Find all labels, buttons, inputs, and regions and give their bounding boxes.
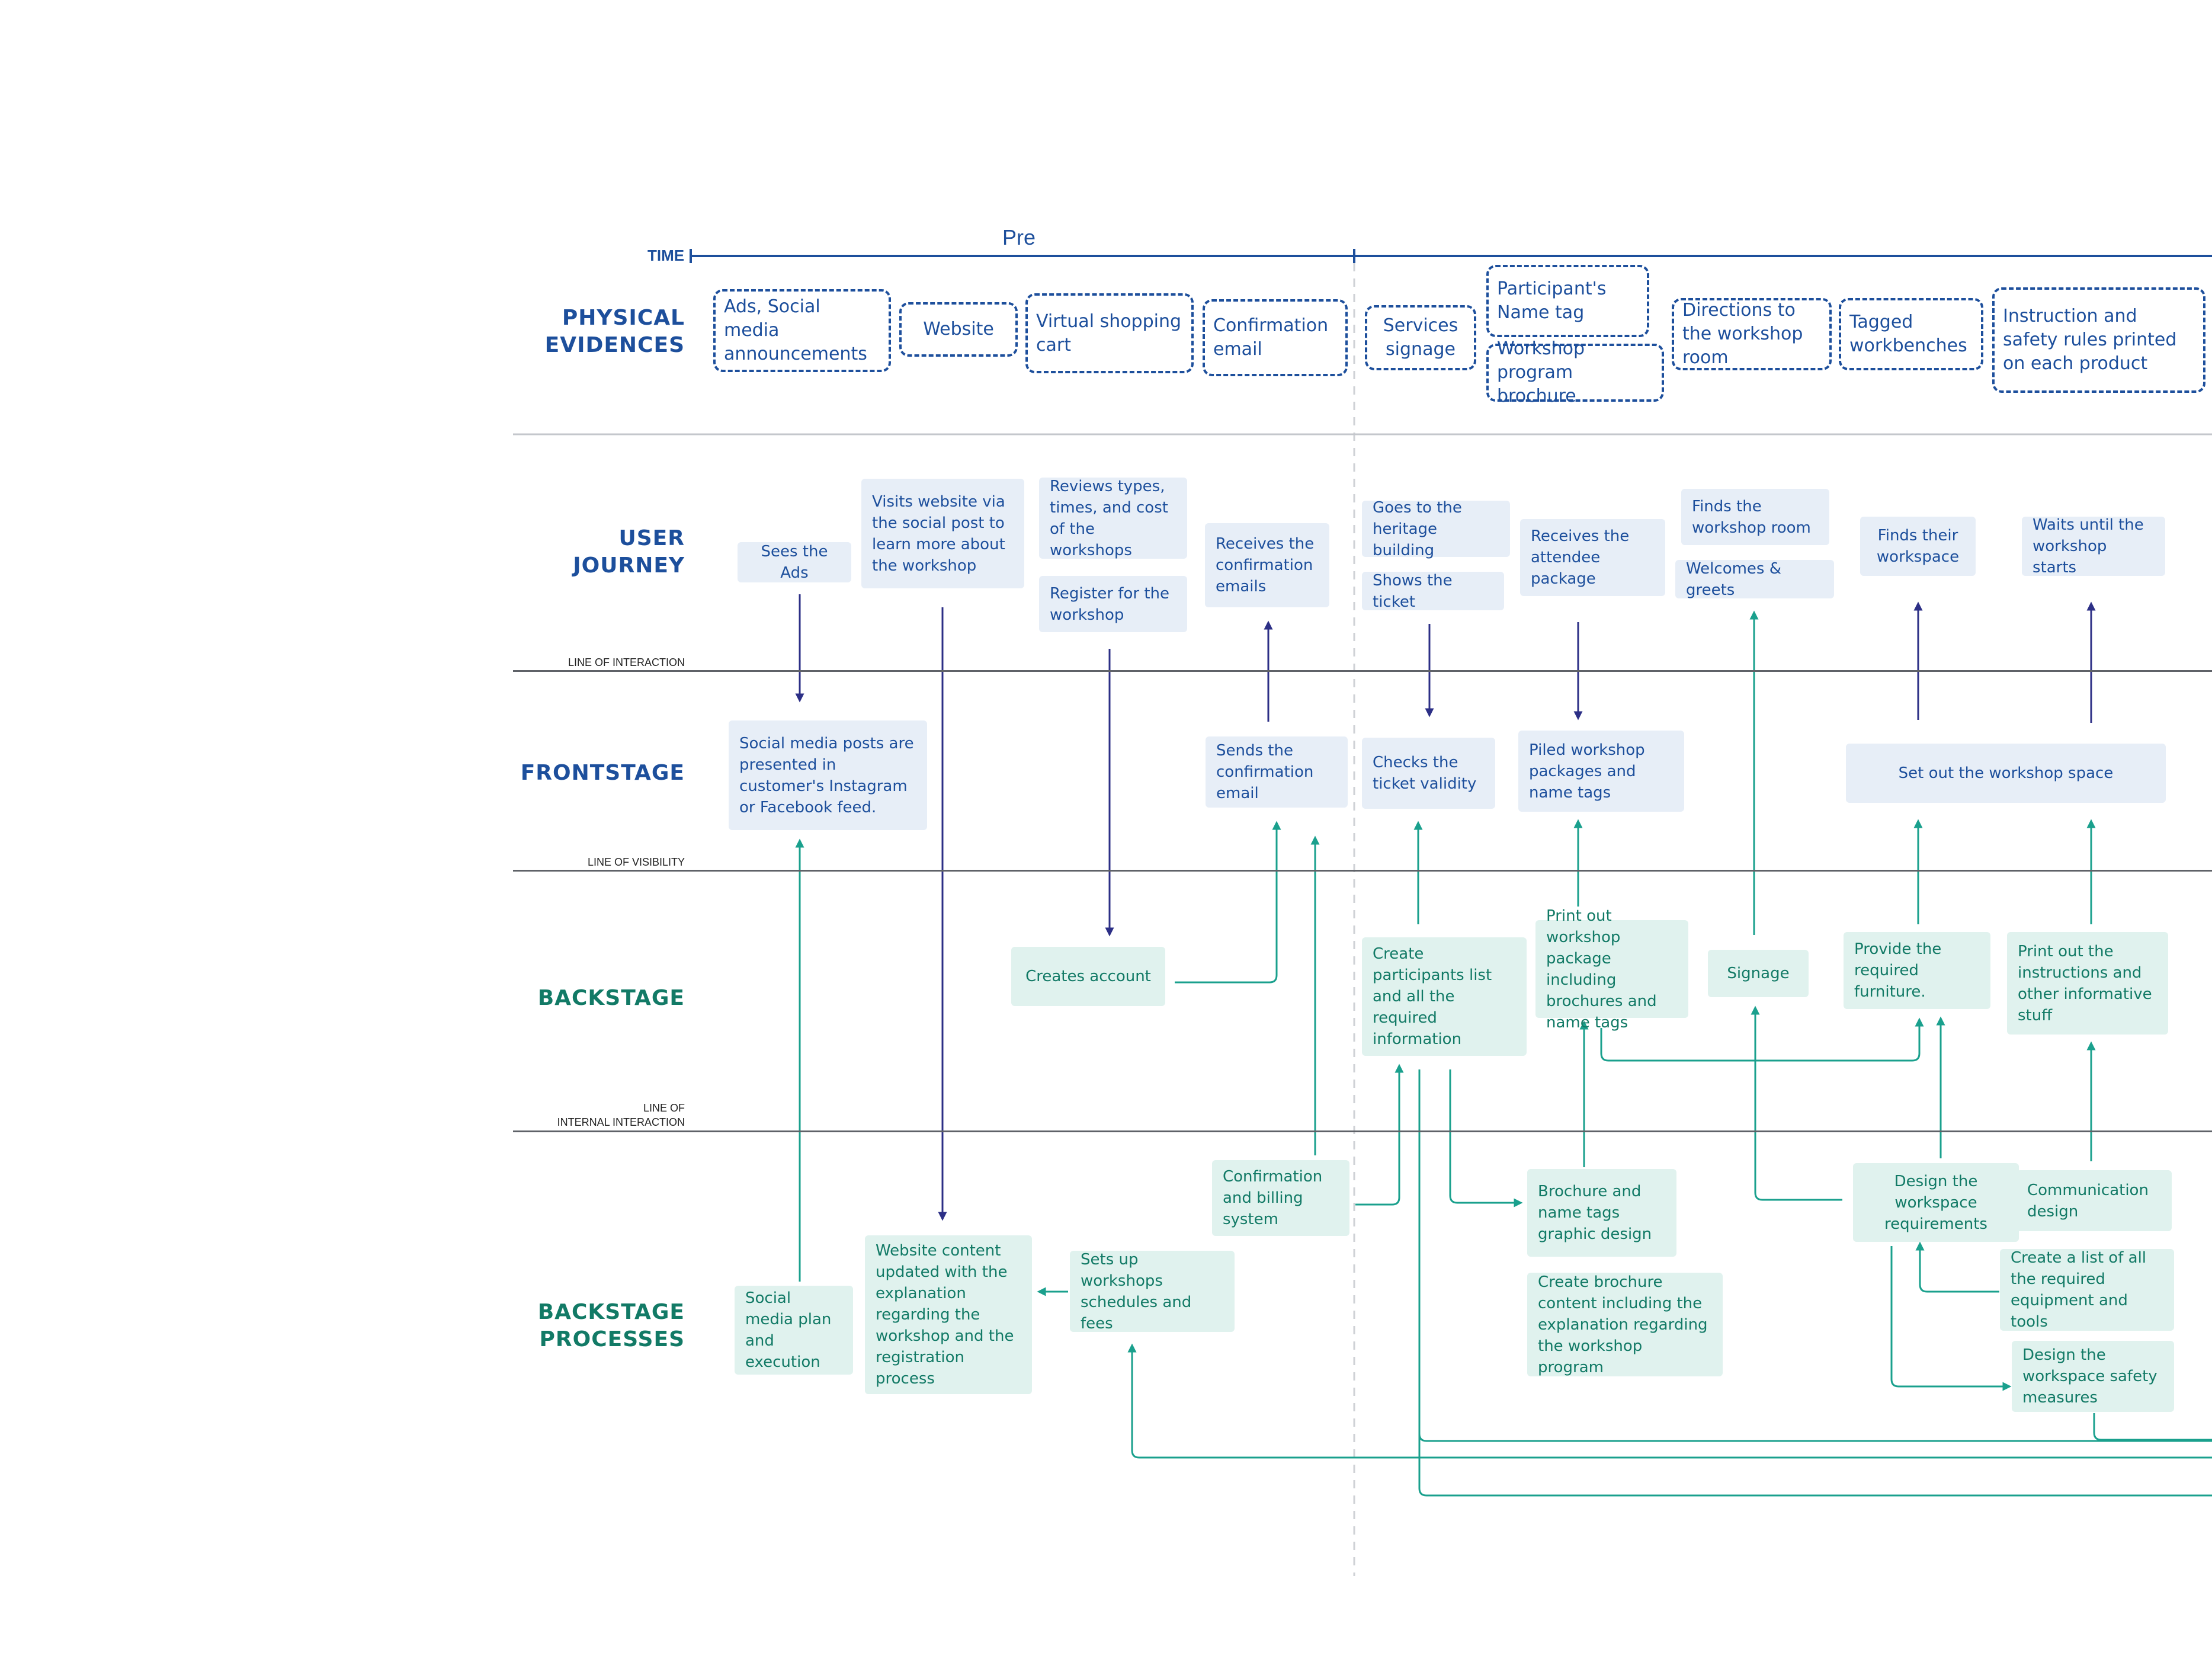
backstage-print-instructions: Print out the instructions and other inf… — [2007, 932, 2168, 1035]
process-equipment-list: Create a list of all the required equipm… — [2000, 1249, 2174, 1331]
process-confirmation-billing: Confirmation and billing system — [1212, 1160, 1349, 1236]
journey-receives-package: Receives the attendee package — [1520, 519, 1665, 596]
journey-welcomes-greets: Welcomes & greets — [1675, 560, 1834, 599]
backstage-participants-list: Create participants list and all the req… — [1362, 937, 1527, 1056]
frontstage-piled-packages: Piled workshop packages and name tags — [1518, 731, 1684, 812]
lane-backstage-processes: BACKSTAGE PROCESSES — [537, 1300, 685, 1351]
journey-visits-website: Visits website via the social post to le… — [861, 479, 1024, 588]
process-brochure-design: Brochure and name tags graphic design — [1527, 1169, 1676, 1257]
process-design-workspace: Design the workspace requirements — [1853, 1163, 2019, 1242]
journey-sees-ads: Sees the Ads — [738, 542, 851, 582]
backstage-creates-account: Creates account — [1011, 947, 1165, 1006]
lane-physical-evidences: PHYSICAL EVIDENCES — [544, 306, 685, 357]
process-communication-design: Communication design — [2017, 1170, 2172, 1231]
journey-waits-start: Waits until the workshop starts — [2022, 516, 2165, 577]
evidence-directions: Directions to the workshop room — [1672, 298, 1832, 370]
evidence-ads: Ads, Social media announcements — [713, 289, 891, 372]
journey-finds-workspace: Finds their workspace — [1860, 517, 1976, 576]
process-sets-up-schedules: Sets up workshops schedules and fees — [1070, 1251, 1235, 1333]
journey-goes-to-building: Goes to the heritage building — [1362, 499, 1510, 559]
phase-label-pre: Pre — [1002, 225, 1036, 249]
process-social-media-plan: Social media plan and execution — [735, 1286, 853, 1375]
arrow-design-to-signage — [1751, 1005, 1842, 1201]
line-of-internal-interaction-label: LINE OF INTERNAL INTERACTION — [557, 1102, 685, 1128]
arrow-print-to-furniture — [1600, 1017, 1924, 1062]
evidence-program-brochure: Workshop program brochure — [1486, 338, 1664, 406]
time-label: TIME — [647, 246, 685, 264]
connector-participants-right-2 — [1418, 1434, 2212, 1497]
evidence-tagged-workbenches: Tagged workbenches — [1839, 298, 1983, 370]
journey-reviews-types: Reviews types, times, and cost of the wo… — [1039, 478, 1187, 559]
arrow-participants-to-brochure — [1449, 1069, 1523, 1208]
arrow-design-to-safety — [1890, 1246, 2012, 1391]
line-of-visibility-label: LINE OF VISIBILITY — [587, 856, 685, 868]
line-of-interaction — [513, 670, 2212, 672]
process-brochure-content: Create brochure content including the ex… — [1527, 1273, 1723, 1376]
lane-user-journey: USER JOURNEY — [573, 526, 685, 578]
evidence-confirmation-email: Confirmation email — [1203, 299, 1348, 376]
journey-register: Register for the workshop — [1039, 576, 1187, 632]
arrow-right-to-schedules — [1127, 1343, 2212, 1459]
frontstage-set-out-workspace: Set out the workshop space — [1846, 744, 2166, 803]
line-of-visibility — [513, 870, 2212, 872]
connector-safety-right — [2093, 1413, 2212, 1441]
evidence-name-tag: Participant's Name tag — [1486, 265, 1649, 337]
backstage-print-package: Print out workshop package including bro… — [1535, 907, 1688, 1032]
evidence-website: Website — [899, 302, 1018, 357]
process-website-content: Website content updated with the explana… — [865, 1235, 1032, 1394]
line-of-internal-interaction — [513, 1130, 2212, 1132]
arrow-billing-to-participants — [1355, 1064, 1404, 1206]
journey-finds-room: Finds the workshop room — [1681, 489, 1829, 545]
line-of-interaction-label: LINE OF INTERACTION — [568, 656, 685, 668]
journey-shows-ticket: Shows the ticket — [1362, 572, 1504, 611]
evidence-safety-rules: Instruction and safety rules printed on … — [1992, 287, 2205, 393]
lane-backstage: BACKSTAGE — [537, 986, 685, 1010]
frontstage-checks-ticket: Checks the ticket validity — [1362, 738, 1495, 809]
evidence-services-signage: Services signage — [1365, 305, 1476, 370]
backstage-signage: Signage — [1708, 950, 1809, 997]
lane-frontstage: FRONTSTAGE — [520, 761, 685, 785]
frontstage-social-posts: Social media posts are presented in cust… — [729, 720, 927, 830]
journey-receives-confirmation: Receives the confirmation emails — [1205, 523, 1329, 607]
frontstage-sends-confirmation: Sends the confirmation email — [1206, 736, 1348, 808]
arrow-equipment-to-design — [1915, 1241, 1999, 1293]
backstage-provide-furniture: Provide the required furniture. — [1844, 932, 1990, 1009]
evidence-shopping-cart: Virtual shopping cart — [1025, 293, 1194, 373]
arrow-account-to-sends — [1175, 821, 1281, 984]
process-safety-measures: Design the workspace safety measures — [2012, 1341, 2174, 1412]
